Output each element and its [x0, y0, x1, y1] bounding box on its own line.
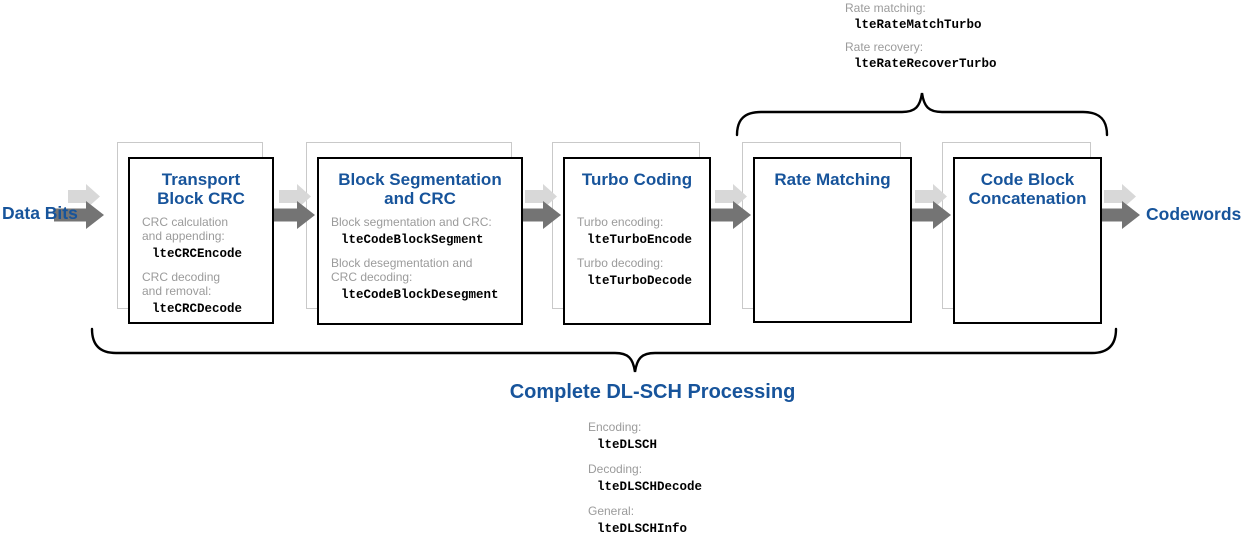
- output-label: Codewords: [1146, 204, 1242, 224]
- function-name: lteTurboEncode: [587, 233, 693, 247]
- complete-processing-title: Complete DL-SCH Processing: [509, 381, 796, 403]
- function-name: lteCRCEncode: [152, 247, 243, 261]
- flow-arrow-icon: [511, 184, 561, 229]
- annotation-label: Decoding:: [588, 462, 643, 476]
- block-title: Block Segmentation and CRC: [338, 170, 502, 208]
- block-transport-block-crc: Transport Block CRC CRC calculation and …: [128, 157, 274, 324]
- top-brace: [735, 92, 1109, 137]
- flow-arrow-icon: [54, 184, 104, 229]
- block-rate-matching: Rate Matching: [753, 157, 912, 323]
- block-entry-label: Turbo encoding:: [577, 215, 664, 229]
- annotation-label: Encoding:: [588, 420, 642, 434]
- annotation-label: Rate matching:: [845, 1, 926, 15]
- function-name: lteRateRecoverTurbo: [854, 57, 997, 71]
- dlsch-functions-annotation: Encoding: lteDLSCH Decoding: lteDLSCHDec…: [588, 420, 702, 543]
- function-name: lteDLSCHInfo: [597, 522, 688, 536]
- block-entry-label: CRC decoding and removal:: [142, 270, 221, 298]
- block-title: Code Block Concatenation: [968, 170, 1087, 208]
- block-entry-label: Block segmentation and CRC:: [331, 215, 492, 229]
- rate-matching-annotation: Rate matching: lteRateMatchTurbo Rate re…: [845, 1, 997, 79]
- block-entry-label: CRC calculation and appending:: [142, 215, 229, 243]
- flow-arrow-icon: [901, 184, 951, 229]
- block-code-block-concatenation: Code Block Concatenation: [953, 157, 1102, 324]
- input-label: Data Bits: [2, 203, 78, 223]
- function-name: lteCodeBlockDesegment: [341, 288, 499, 302]
- block-turbo-coding: Turbo Coding Turbo encoding: lteTurboEnc…: [563, 157, 711, 325]
- bottom-brace: [90, 327, 1118, 373]
- block-entry-label: Turbo decoding:: [577, 256, 664, 270]
- annotation-label: Rate recovery:: [845, 40, 924, 54]
- function-name: lteDLSCH: [597, 438, 658, 452]
- block-entry-label: Block desegmentation and CRC decoding:: [331, 256, 473, 284]
- block-title: Turbo Coding: [581, 170, 693, 189]
- flow-arrow-icon: [1090, 184, 1140, 229]
- flow-arrow-icon: [265, 184, 315, 229]
- function-name: lteRateMatchTurbo: [854, 18, 982, 32]
- function-name: lteCodeBlockSegment: [341, 233, 484, 247]
- block-segmentation-crc: Block Segmentation and CRC Block segment…: [317, 157, 523, 325]
- function-name: lteTurboDecode: [587, 274, 693, 288]
- block-title: Rate Matching: [774, 170, 891, 189]
- function-name: lteCRCDecode: [152, 302, 243, 316]
- function-name: lteDLSCHDecode: [597, 480, 703, 494]
- flow-arrow-icon: [701, 184, 751, 229]
- block-title: Transport Block CRC: [157, 170, 245, 208]
- annotation-label: General:: [588, 504, 635, 518]
